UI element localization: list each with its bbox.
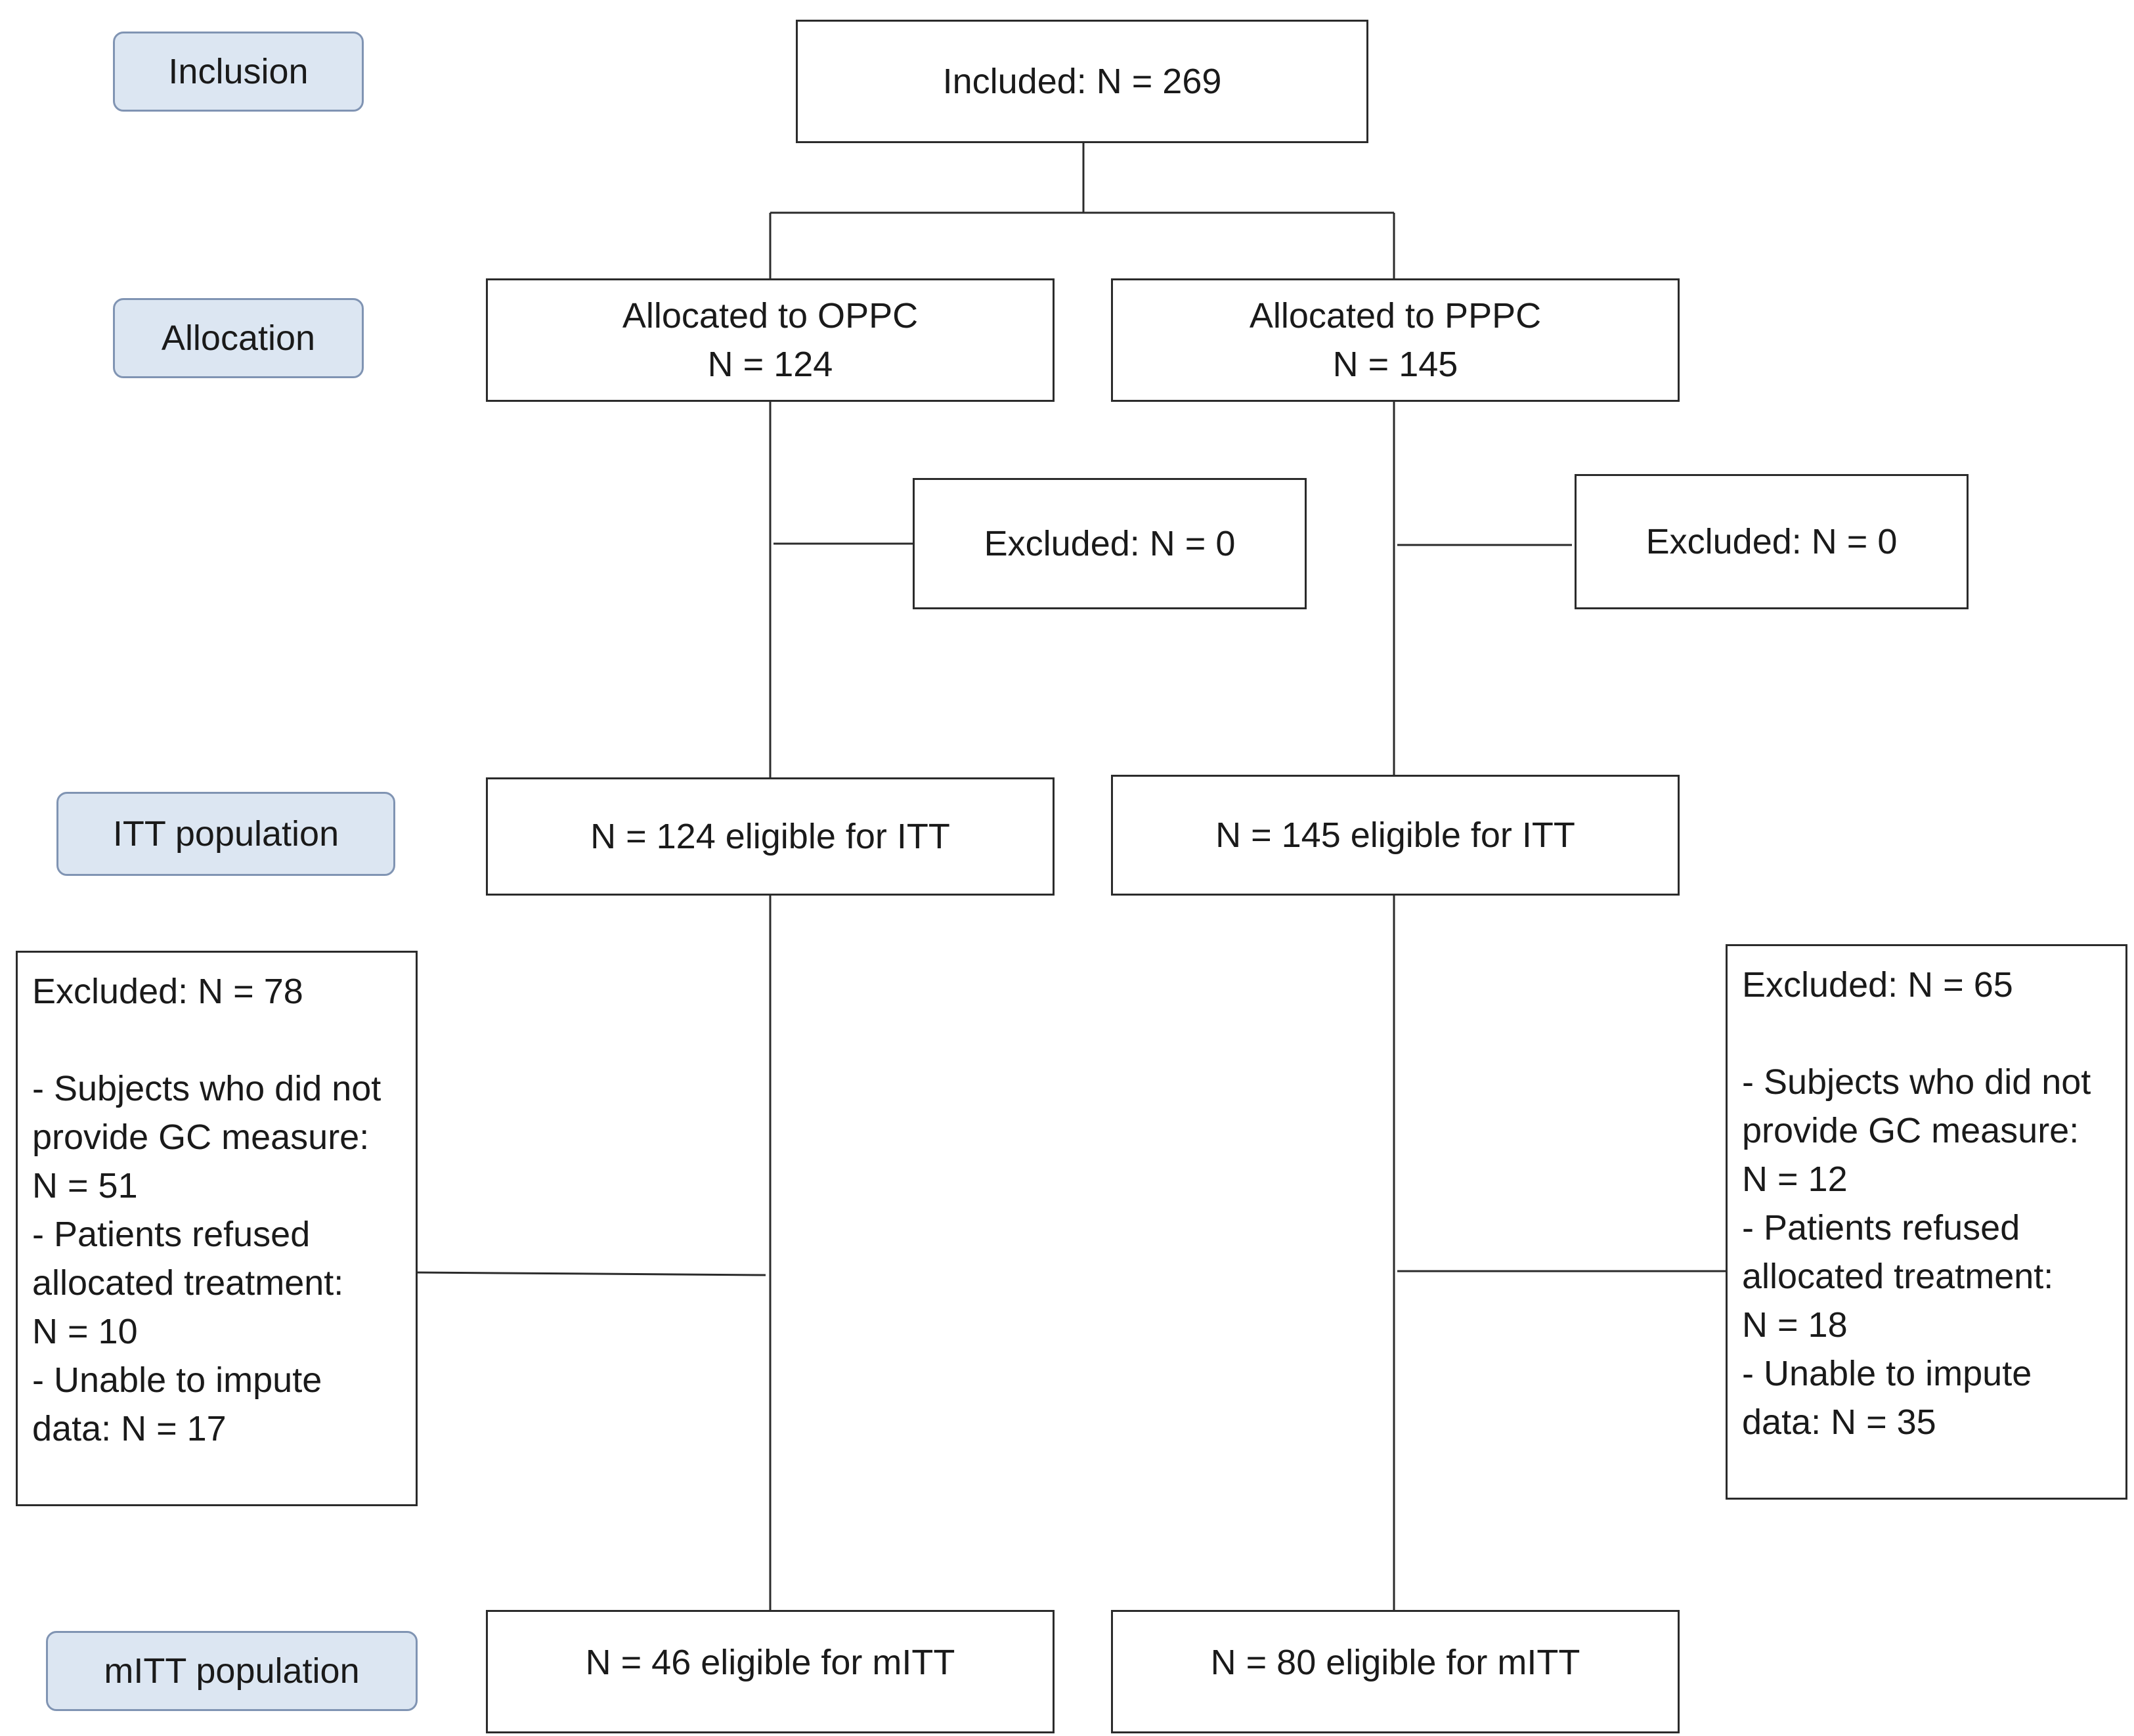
mitt-oppc-text: N = 46 eligible for mITT <box>585 1643 955 1682</box>
excluded-pppc-itt-line: data: N = 35 <box>1742 1402 1936 1442</box>
included-box: Included: N = 269 <box>796 20 1368 143</box>
itt-pppc-text: N = 145 eligible for ITT <box>1215 815 1575 855</box>
stage-label-mitt: mITT population <box>46 1631 418 1711</box>
stage-label-text: mITT population <box>104 1651 360 1691</box>
excluded-oppc-allocation-box: Excluded: N = 0 <box>913 478 1307 609</box>
excluded-oppc-itt-box: Excluded: N = 78 - Subjects who did not … <box>16 951 418 1506</box>
itt-pppc-box: N = 145 eligible for ITT <box>1111 775 1680 896</box>
excluded-pppc-allocation-box: Excluded: N = 0 <box>1575 474 1969 609</box>
stage-label-text: Allocation <box>161 318 316 358</box>
allocated-pppc-box: Allocated to PPPC N = 145 <box>1111 278 1680 402</box>
mitt-pppc-text: N = 80 eligible for mITT <box>1210 1643 1580 1682</box>
stage-label-text: ITT population <box>112 814 339 854</box>
excluded-pppc-itt-title: Excluded: N = 65 <box>1742 965 2013 1005</box>
excluded-pppc-allocation-text: Excluded: N = 0 <box>1645 522 1898 561</box>
excluded-oppc-itt-line: - Subjects who did not <box>32 1069 381 1108</box>
allocated-oppc-count: N = 124 <box>707 345 833 384</box>
stage-label-allocation: Allocation <box>113 298 364 378</box>
stage-label-inclusion: Inclusion <box>113 32 364 112</box>
excluded-pppc-itt-line: allocated treatment: <box>1742 1257 2054 1296</box>
excluded-pppc-itt-line: - Unable to impute <box>1742 1354 2032 1393</box>
included-text: Included: N = 269 <box>942 62 1222 101</box>
itt-oppc-box: N = 124 eligible for ITT <box>486 777 1055 896</box>
allocated-pppc-title: Allocated to PPPC <box>1249 296 1542 336</box>
excluded-pppc-itt-line: - Subjects who did not <box>1742 1062 2091 1102</box>
allocated-pppc-count: N = 145 <box>1332 345 1458 384</box>
connector-oppc-excluded-itt <box>416 1271 766 1276</box>
stage-label-text: Inclusion <box>168 52 309 91</box>
excluded-pppc-itt-line: provide GC measure: <box>1742 1111 2080 1150</box>
allocated-oppc-box: Allocated to OPPC N = 124 <box>486 278 1055 402</box>
mitt-pppc-box: N = 80 eligible for mITT <box>1111 1610 1680 1733</box>
excluded-oppc-itt-line: N = 51 <box>32 1166 138 1205</box>
excluded-oppc-itt-line: - Unable to impute <box>32 1360 322 1400</box>
mitt-oppc-box: N = 46 eligible for mITT <box>486 1610 1055 1733</box>
excluded-pppc-itt-line: N = 12 <box>1742 1160 1848 1199</box>
excluded-pppc-itt-line: N = 18 <box>1742 1305 1848 1345</box>
excluded-oppc-allocation-text: Excluded: N = 0 <box>984 524 1236 563</box>
excluded-oppc-itt-line: provide GC measure: <box>32 1118 370 1157</box>
itt-oppc-text: N = 124 eligible for ITT <box>590 817 950 856</box>
excluded-oppc-itt-title: Excluded: N = 78 <box>32 972 303 1011</box>
excluded-oppc-itt-line: - Patients refused <box>32 1215 311 1254</box>
excluded-oppc-itt-line: N = 10 <box>32 1312 138 1351</box>
excluded-pppc-itt-line: - Patients refused <box>1742 1208 2020 1248</box>
stage-label-itt: ITT population <box>56 792 395 876</box>
excluded-oppc-itt-line: data: N = 17 <box>32 1409 227 1448</box>
excluded-oppc-itt-line: allocated treatment: <box>32 1263 344 1303</box>
allocated-oppc-title: Allocated to OPPC <box>622 296 919 336</box>
excluded-pppc-itt-box: Excluded: N = 65 - Subjects who did not … <box>1726 944 2127 1500</box>
